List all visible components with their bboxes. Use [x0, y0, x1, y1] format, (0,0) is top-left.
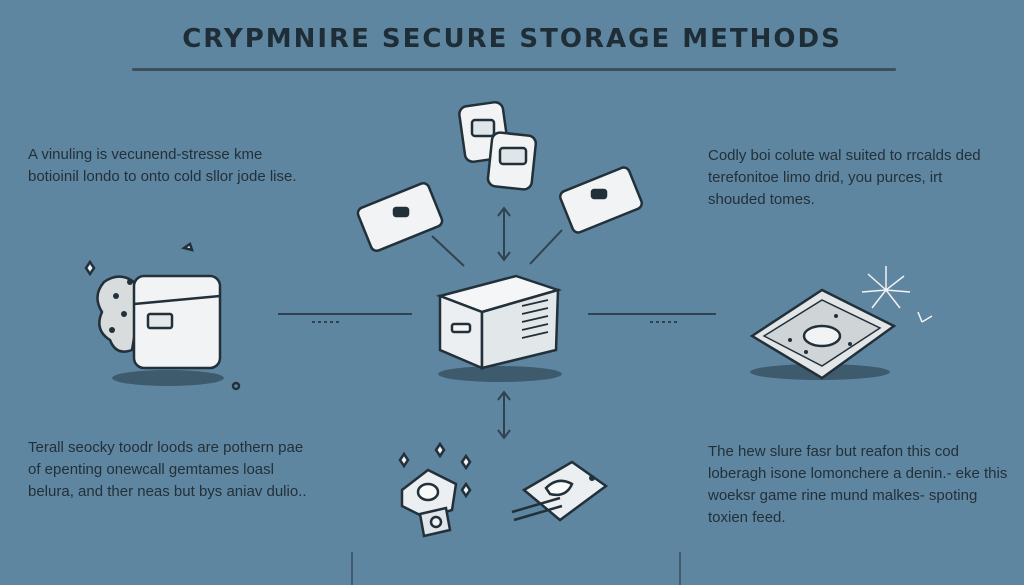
- title-underline: [132, 68, 896, 71]
- caption-bottom-left: Terall seocky toodr loods are pothern pa…: [28, 439, 307, 500]
- connector-lines: [278, 206, 716, 440]
- connector-upper-left: [431, 235, 465, 267]
- secure-tag-icon: [511, 460, 609, 522]
- card-stack-icon: [458, 100, 538, 191]
- wallet-box-icon: [84, 242, 241, 391]
- usb-card-icon: [356, 182, 444, 252]
- caption-top-right: Codly boi colute wal suited to rrcalds d…: [708, 147, 981, 208]
- vault-box-icon: [435, 274, 563, 382]
- paper-wallet-icon: [749, 266, 933, 380]
- caption-bottom-right: The hew slure fasr but reafon this cod l…: [708, 443, 1008, 526]
- usb-card-icon: [559, 166, 643, 234]
- hardware-key-icon: [398, 441, 472, 538]
- page-title: CRYPMNIRE SECURE STORAGE METHODS: [182, 24, 842, 54]
- connector-upper-right: [529, 229, 563, 265]
- caption-top-left: A vinuling is vecunend-stresse kme botio…: [28, 146, 297, 185]
